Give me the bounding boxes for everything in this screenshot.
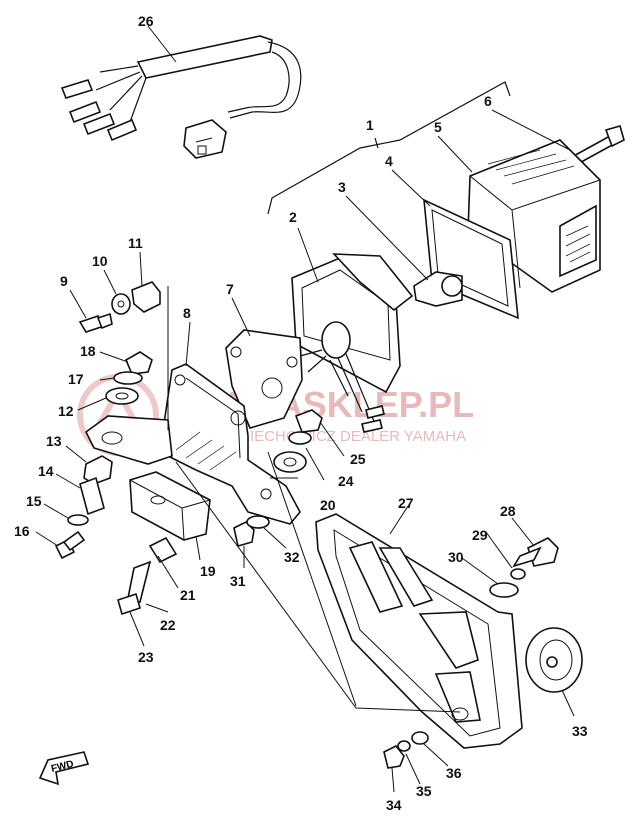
callout-19: 19 bbox=[200, 563, 216, 579]
part-wire-harness bbox=[60, 35, 302, 159]
part-plate-bracket-27 bbox=[315, 513, 523, 749]
part-housing-2 bbox=[291, 253, 414, 433]
callout-10: 10 bbox=[92, 253, 108, 269]
callout-15: 15 bbox=[26, 493, 42, 509]
callout-8: 8 bbox=[183, 305, 191, 321]
callout-35: 35 bbox=[416, 783, 432, 799]
part-block-19 bbox=[129, 471, 211, 541]
callout-32: 32 bbox=[284, 549, 300, 565]
callout-28: 28 bbox=[500, 503, 516, 519]
callout-12: 12 bbox=[58, 403, 74, 419]
callout-29: 29 bbox=[472, 527, 488, 543]
part-plate-7 bbox=[225, 329, 303, 429]
callout-27: 27 bbox=[398, 495, 414, 511]
callout-22: 22 bbox=[160, 617, 176, 633]
callout-21: 21 bbox=[180, 587, 196, 603]
callout-20: 20 bbox=[320, 497, 336, 513]
forward-direction-arrow-icon: FWD bbox=[38, 751, 90, 786]
fwd-label: FWD bbox=[50, 759, 75, 775]
callout-1: 1 bbox=[366, 117, 374, 133]
callout-18: 18 bbox=[80, 343, 96, 359]
callout-24: 24 bbox=[338, 473, 354, 489]
callout-9: 9 bbox=[60, 273, 68, 289]
callout-23: 23 bbox=[138, 649, 154, 665]
callout-3: 3 bbox=[338, 179, 346, 195]
callout-13: 13 bbox=[46, 433, 62, 449]
callout-25: 25 bbox=[350, 451, 366, 467]
callout-26: 26 bbox=[138, 13, 154, 29]
callout-numbers: 1 2 3 4 5 6 7 8 9 10 11 12 13 14 15 16 1… bbox=[14, 13, 588, 813]
callout-33: 33 bbox=[572, 723, 588, 739]
callout-34: 34 bbox=[386, 797, 402, 813]
callout-5: 5 bbox=[434, 119, 442, 135]
small-parts-right bbox=[383, 537, 583, 769]
callout-7: 7 bbox=[226, 281, 234, 297]
part-stay-12 bbox=[84, 415, 173, 465]
part-gasket-4 bbox=[423, 198, 519, 320]
callout-2: 2 bbox=[289, 209, 297, 225]
callout-11: 11 bbox=[128, 235, 143, 251]
small-parts-center bbox=[117, 409, 323, 616]
callout-16: 16 bbox=[14, 523, 30, 539]
small-parts-left bbox=[54, 281, 161, 560]
callout-30: 30 bbox=[448, 549, 464, 565]
callout-36: 36 bbox=[446, 765, 462, 781]
callout-17: 17 bbox=[68, 371, 84, 387]
callout-14: 14 bbox=[38, 463, 54, 479]
part-bulb-3 bbox=[413, 271, 463, 307]
leader-lines bbox=[35, 25, 575, 793]
watermark-tagline: WŁOCIECHOWICZ DEALER YAMAHA bbox=[205, 428, 466, 445]
callout-4: 4 bbox=[385, 153, 393, 169]
callout-6: 6 bbox=[484, 93, 492, 109]
callout-31: 31 bbox=[230, 573, 246, 589]
assembly-bracket-1 bbox=[267, 81, 511, 215]
